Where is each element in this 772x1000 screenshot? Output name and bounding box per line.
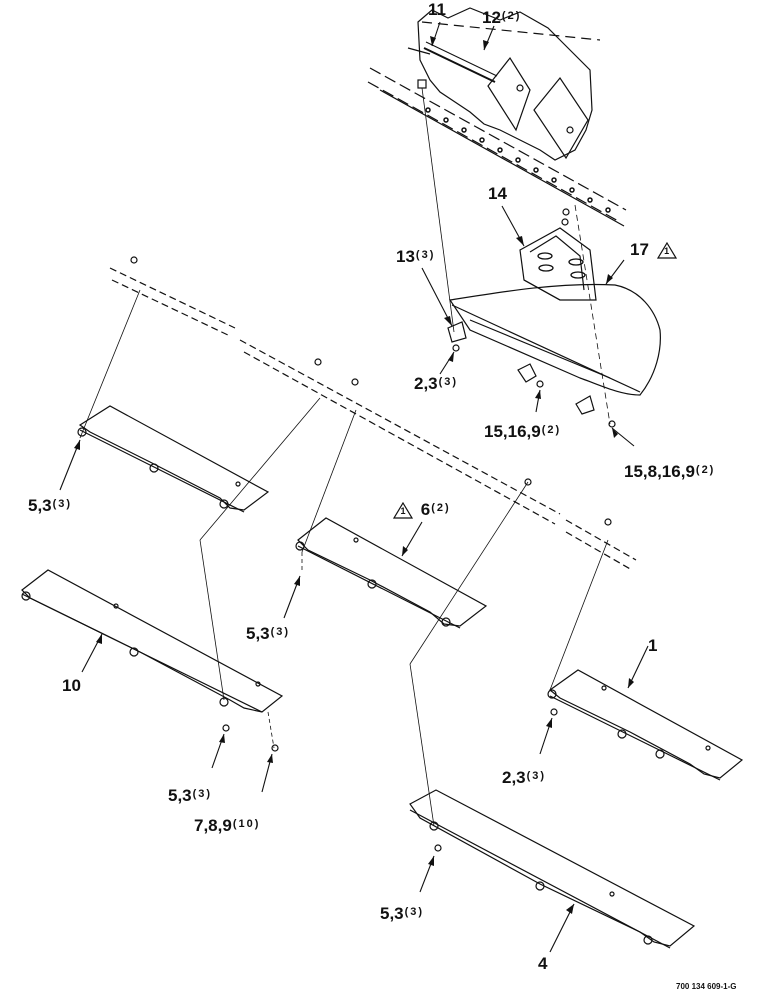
revision-triangle-icon: 1 [656,242,677,259]
frame-cutaway [367,7,627,333]
callout-2-3-upper: 2,3(3) [414,374,459,393]
guard-10 [21,539,284,752]
callout-5-3-b: 5,3(3) [246,624,291,643]
callout-12: 12(2) [482,8,522,27]
callout-11: 11 [428,0,446,19]
leader-arrowheads [74,36,634,914]
callout-7-8-9: 7,8,9(10) [194,816,261,835]
callout-14: 14 [488,184,507,203]
callout-15-16-9: 15,16,9(2) [484,422,562,441]
guard-6 [295,517,488,629]
callout-6: 1 6(2) [390,500,451,520]
callout-13: 13(3) [396,247,436,266]
callout-4: 4 [538,954,548,973]
callout-2-3-lower: 2,3(3) [502,768,547,787]
callout-1: 1 [648,636,658,655]
guard-1 [547,539,744,781]
callout-17: 17 1 [630,240,680,260]
callout-15-8-16-9: 15,8,16,9(2) [624,462,716,481]
cutter-bar-strip [79,256,637,571]
guard-upper-left [77,405,270,513]
revision-triangle-icon: 1 [393,502,413,519]
document-number: 700 134 609-1-G [676,982,737,991]
leader-lines [59,21,649,953]
guard-4 [409,481,696,949]
callout-5-3-d: 5,3(3) [380,904,425,923]
callout-10: 10 [62,676,81,695]
callout-5-3-a: 5,3(3) [28,496,73,515]
callout-5-3-c: 5,3(3) [168,786,213,805]
guard-17 [447,204,661,428]
